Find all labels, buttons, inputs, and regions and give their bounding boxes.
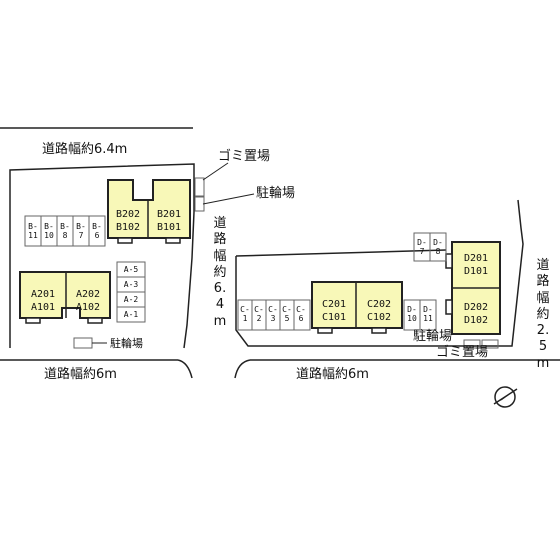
parking-slot-b-8: B-8: [60, 222, 70, 240]
parking-slot-b-7: B-7: [76, 222, 86, 240]
building-c: [311, 281, 403, 329]
step-b-right: [165, 237, 181, 244]
garbage-label-bottom-right: ゴミ置場: [436, 345, 489, 360]
road-label-right-vertical: 道 路 幅 約 2. 5 m: [536, 258, 550, 371]
step-d-top: [445, 253, 453, 269]
step-c-right: [371, 327, 387, 334]
parking-slot-a-5: A-5: [123, 265, 139, 274]
parking-slot-c-1: C-1: [240, 305, 250, 323]
parking-slot-d-10: D-10: [407, 305, 417, 323]
road-corner-right: [234, 359, 251, 379]
parking-slot-b-10: B-10: [44, 222, 54, 240]
road-corner-left: [177, 359, 193, 379]
parking-c-block: [237, 299, 311, 331]
bike-box-bottom-right: [463, 339, 481, 349]
parking-slot-d-11: D-11: [423, 305, 433, 323]
parking-slot-a-2: A-2: [123, 295, 139, 304]
garbage-box-bottom-right: [481, 339, 499, 349]
north-arrow-icon: [493, 386, 518, 408]
step-a-right: [87, 317, 103, 324]
road-label-top: 道路幅約6.4m: [42, 142, 128, 157]
road-label-middle-vertical: 道 路 幅 約 6. 4 m: [213, 216, 227, 329]
lot-right-boundary: [235, 199, 524, 347]
step-c-left: [317, 327, 333, 334]
parking-slot-c-5: C-5: [282, 305, 292, 323]
lot-left-boundary: [9, 163, 195, 349]
garbage-box-top: [194, 177, 205, 197]
building-b: [107, 179, 191, 239]
step-d-bottom: [445, 299, 453, 315]
parking-slot-d-7: D-7: [417, 238, 427, 256]
bike-box-top: [194, 196, 205, 212]
road-label-bottom-left: 道路幅約6m: [44, 367, 117, 382]
bike-label-top: 駐輪場: [256, 186, 296, 201]
bike-label-bottom-right: 駐輪場: [413, 329, 453, 344]
parking-b-block: [24, 215, 106, 247]
road-label-bottom-right: 道路幅約6m: [296, 367, 369, 382]
parking-slot-a-1: A-1: [123, 310, 139, 319]
bike-label-bottom-left: 駐輪場: [110, 337, 143, 350]
leader-bike-top: [202, 193, 255, 205]
step-a-left: [25, 317, 41, 324]
parking-slot-b-11: B-11: [28, 222, 38, 240]
garbage-label-top: ゴミ置場: [218, 149, 271, 164]
parking-slot-c-3: C-3: [268, 305, 278, 323]
step-b-left: [117, 237, 133, 244]
parking-slot-c-6: C-6: [296, 305, 306, 323]
bike-box-bottom-left: [73, 337, 93, 349]
parking-slot-b-6: B-6: [92, 222, 102, 240]
leader-garbage-top: [202, 162, 229, 181]
parking-slot-a-3: A-3: [123, 280, 139, 289]
lot-right-inner-line: [235, 249, 447, 257]
parking-slot-c-2: C-2: [254, 305, 264, 323]
parking-slot-d-8: D-8: [433, 238, 443, 256]
